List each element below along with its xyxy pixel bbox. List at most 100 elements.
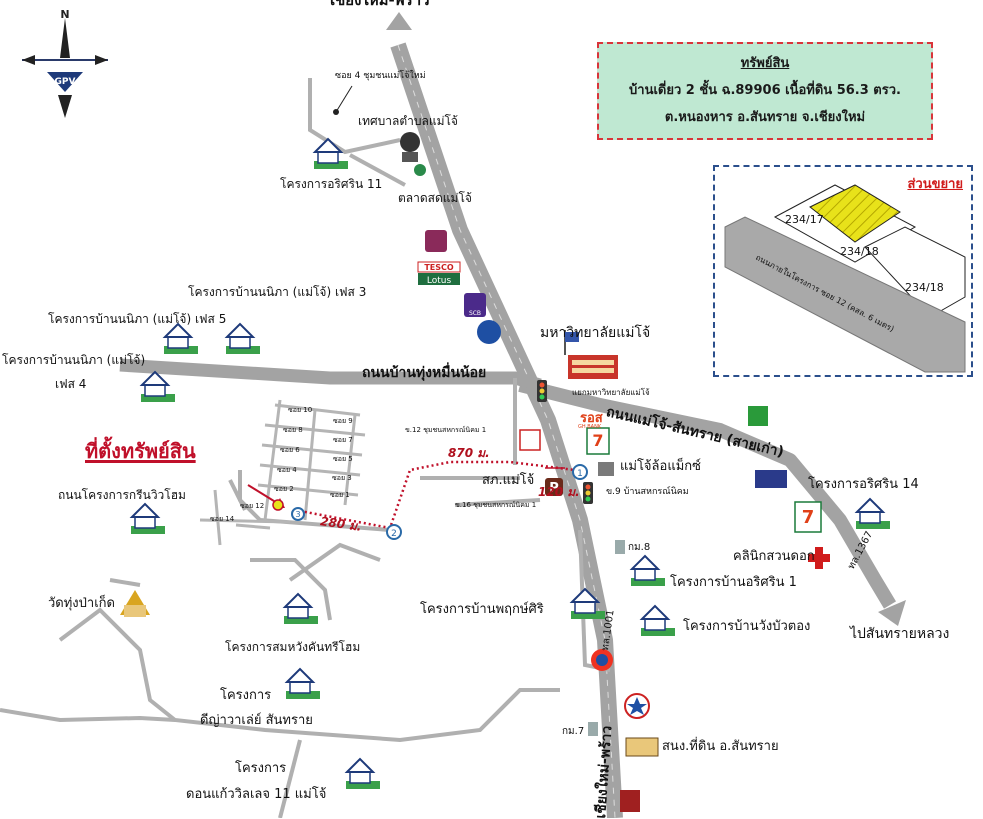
label-univ: มหาวิทยาลัยแม่โจ้: [540, 325, 651, 341]
seven-eleven-icon: 7: [794, 501, 822, 533]
thaipost-icon: [755, 470, 787, 488]
house-icon: [639, 604, 675, 636]
label-arisarin11: โครงการอริศริน 11: [280, 177, 383, 191]
house-icons: [129, 137, 890, 789]
svg-text:GPV: GPV: [55, 77, 76, 87]
label-km8: กม.8: [628, 542, 651, 553]
minor-roads: [0, 78, 611, 818]
label-road-thungmuennoi: ถนนบ้านทุ่งหมื่นน้อย: [362, 365, 487, 381]
label-soi: ซอย 4: [277, 466, 297, 474]
market-icon: [414, 164, 426, 176]
route-path: [294, 460, 576, 530]
label-top-road: เชียงใหม่-พร้าว: [330, 0, 430, 9]
svg-text:SCB: SCB: [469, 310, 481, 317]
label-soi: ซอย 3: [332, 474, 352, 482]
label-pruksasiri: โครงการบ้านพฤกษ์ศิริ: [420, 602, 544, 617]
property-info-box: ทรัพย์สิน บ้านเดี่ยว 2 ชั้น ฉ.89906 เนื้…: [597, 42, 933, 140]
ptt-gas-icon: [591, 649, 613, 671]
label-maejo-makro: แม่โจ้ล้อแม็กซ์: [620, 459, 701, 474]
svg-text:TESCO: TESCO: [424, 263, 454, 272]
compass-icon: GPV N: [22, 8, 108, 118]
label-somwang: โครงการสมหวังคันทรีโฮม: [225, 640, 361, 654]
label-police: สภ.แม่โจ้: [482, 473, 535, 488]
marker-label: 3: [295, 510, 300, 519]
label-road-greenwiwat: ถนนโครงการกรีนวิวโฮม: [58, 488, 186, 502]
building-icon: [615, 540, 625, 554]
makro-icon: [598, 462, 614, 476]
label-soi9: ข.9 บ้านสหกรณ์นิคม: [606, 487, 689, 497]
shop-icon: [425, 230, 447, 252]
zoom-plot-center: 234/18: [840, 245, 879, 258]
label-nonnipa3: โครงการบ้านนนิภา (แม่โจ้) เฟส 3: [188, 285, 367, 299]
svg-text:GH BANK: GH BANK: [578, 424, 602, 430]
label-donkaew-a: โครงการ: [235, 761, 287, 776]
house-icon: [312, 137, 348, 169]
label-arisarin14: โครงการอริศริน 14: [808, 477, 919, 492]
svg-text:7: 7: [592, 431, 603, 450]
tesco-lotus-icon: TESCO Lotus: [417, 261, 461, 286]
label-soi12-community: ข.12 ชุมชนสหกรณ์นิคม 1: [405, 426, 487, 434]
label-dist-120: 120 ม.: [538, 485, 580, 499]
house-icon: [162, 322, 198, 354]
land-office-icon: [625, 737, 659, 757]
government-seal-icon: [400, 132, 420, 162]
road-maejo-santsai: [518, 378, 906, 626]
zoom-inset: ส่วนขยาย 234/17 234/18 234/18 ถนนภายในโค…: [713, 165, 973, 377]
parking-icon: P: [545, 478, 563, 496]
marker-label: 1: [577, 469, 583, 479]
house-icon: [284, 667, 320, 699]
police-icon: [519, 429, 541, 451]
scb-bank-icon: SCB: [464, 293, 486, 317]
building-icon: [588, 722, 598, 736]
info-line1: บ้านเดี่ยว 2 ชั้น ฉ.89906 เนื้อที่ดิน 56…: [629, 83, 901, 98]
label-km7: กม.7: [562, 726, 585, 737]
label-market: ตลาดสดแม่โจ้: [398, 191, 472, 205]
house-icon: [629, 554, 665, 586]
house-icon: [139, 370, 175, 402]
svg-text:P: P: [549, 481, 559, 496]
label-dist-870: 870 ม.: [448, 446, 490, 460]
label-wat: วัดทุ่งป่าเก็ด: [48, 596, 115, 611]
info-line2: ต.หนองหาร อ.สันทราย จ.เชียงใหม่: [664, 110, 866, 125]
village-grid: [199, 399, 366, 546]
caltex-icon: [624, 693, 650, 719]
bigc-icon: [748, 406, 768, 426]
label-soi: ซอย 10: [288, 406, 313, 414]
label-soi: ซอย 2: [274, 485, 294, 493]
label-soi: ซอย 12: [240, 502, 265, 510]
label-dhiyawara-a: โครงการ: [220, 688, 272, 703]
seven-eleven-icon: 7: [586, 427, 610, 455]
label-soi: ซอย 1: [330, 491, 350, 499]
label-tessaban: เทศบาลตำบลแม่โจ้: [358, 114, 458, 128]
house-icon: [129, 502, 165, 534]
university-icon: [564, 330, 618, 379]
label-wangbuatong: โครงการบ้านวังบัวตอง: [683, 619, 811, 634]
label-clinic: คลินิกสวนดอก: [733, 549, 815, 564]
label-soi16-community: ข.16 ชุมชนสหกรณ์นิคม 1: [455, 501, 537, 509]
label-property-location: ที่ตั้งทรัพย์สิน: [85, 439, 196, 463]
label-soi: ซอย 9: [333, 417, 353, 425]
label-soi: ซอย 6: [280, 446, 300, 454]
house-icon: [854, 497, 890, 529]
label-dhiyawara-b: ดีญ่าวาเล่ย์ สันทราย: [200, 713, 313, 728]
house-icon: [282, 592, 318, 624]
house-icon: [344, 757, 380, 789]
marker-label: 2: [391, 529, 397, 539]
zoom-plot-left: 234/17: [785, 213, 824, 226]
property-marker-icon: [272, 499, 284, 511]
traffic-light-icon: [537, 380, 547, 402]
route-marker-2: 2: [386, 524, 402, 540]
svg-text:N: N: [60, 8, 69, 21]
label-soi: ซอย 14: [210, 515, 235, 523]
label-univ-junction: แยกมหาวิทยาลัยแม่โจ้: [572, 388, 650, 397]
shop-icon: [620, 790, 640, 812]
route-marker-3: 3: [291, 507, 305, 521]
road-thungmuennoi: [119, 358, 542, 392]
zoom-diagram: 234/17 234/18 234/18 ถนนภายในโครงการ ซอย…: [724, 184, 966, 373]
label-soi: ซอย 7: [333, 436, 353, 444]
label-nonnipa4a: โครงการบ้านนนิภา (แม่โจ้): [2, 353, 146, 367]
roos-bank-icon: รอส GH BANK: [578, 411, 603, 430]
traffic-light-icon: [583, 482, 593, 504]
route-marker-1: 1: [572, 464, 588, 480]
